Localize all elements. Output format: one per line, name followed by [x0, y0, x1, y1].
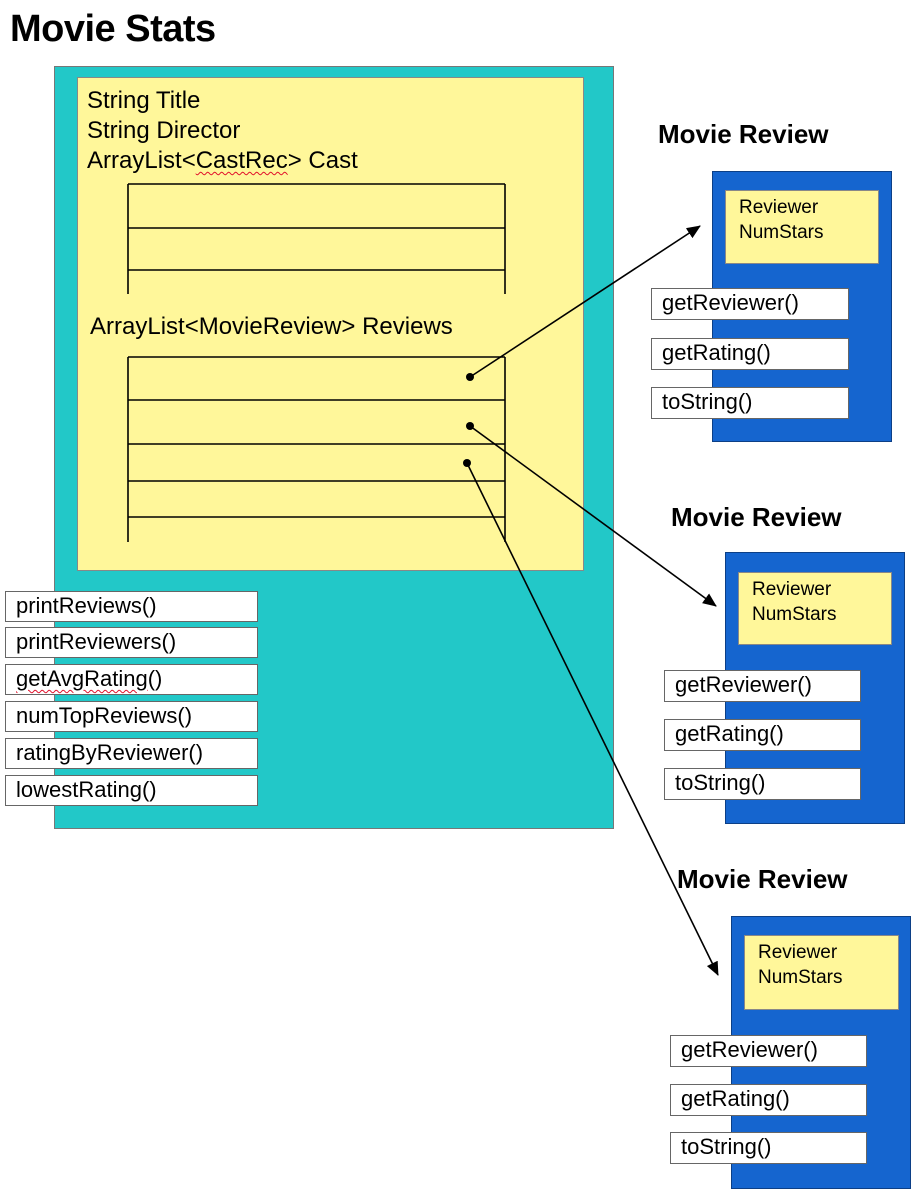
- field-reviews: ArrayList<MovieReview> Reviews: [90, 313, 453, 340]
- review-card-1-get-rating: getRating(): [651, 338, 849, 370]
- review-card-3-to-string: toString(): [670, 1132, 867, 1164]
- arrow-to-review-2: [469, 425, 717, 607]
- review-card-3-fields: Reviewer NumStars: [744, 935, 899, 1010]
- review-card-2-numstars: NumStars: [752, 604, 837, 625]
- method-rating-by-reviewer: ratingByReviewer(): [5, 738, 258, 769]
- field-cast: ArrayList<CastRec> Cast: [87, 147, 358, 174]
- reviews-list: [127, 356, 506, 542]
- review-card-3-get-rating: getRating(): [670, 1084, 867, 1116]
- review-card-1-to-string: toString(): [651, 387, 849, 419]
- review-card-1-numstars: NumStars: [739, 222, 824, 243]
- method-print-reviews: printReviews(): [5, 591, 258, 622]
- cast-list: [127, 183, 506, 294]
- review-card-2-get-rating: getRating(): [664, 719, 861, 751]
- review-card-3-numstars: NumStars: [758, 967, 843, 988]
- method-get-avg-rating: getAvgRating(): [5, 664, 258, 695]
- review-card-2-get-reviewer: getReviewer(): [664, 670, 861, 702]
- review-card-1-fields: Reviewer NumStars: [725, 190, 879, 264]
- arrow-to-review-3: [466, 462, 719, 976]
- method-lowest-rating: lowestRating(): [5, 775, 258, 806]
- review-card-3-reviewer: Reviewer: [758, 942, 838, 963]
- review-card-2-to-string: toString(): [664, 768, 861, 800]
- diagram-title: Movie Stats: [10, 8, 216, 50]
- arrow-to-review-1: [469, 225, 701, 378]
- review-card-2-reviewer: Reviewer: [752, 579, 832, 600]
- castrec-type: CastRec: [195, 147, 288, 174]
- review-card-1-get-reviewer: getReviewer(): [651, 288, 849, 320]
- method-num-top-reviews: numTopReviews(): [5, 701, 258, 732]
- review-card-3-get-reviewer: getReviewer(): [670, 1035, 867, 1067]
- review-card-3-title: Movie Review: [677, 864, 848, 894]
- review-card-2-fields: Reviewer NumStars: [738, 572, 892, 645]
- review-card-1-title: Movie Review: [658, 119, 829, 149]
- movie-stats-fields-box: [77, 77, 584, 571]
- review-card-2-title: Movie Review: [671, 502, 842, 532]
- field-director: String Director: [87, 117, 241, 144]
- field-title: String Title: [87, 87, 201, 114]
- review-card-1-reviewer: Reviewer: [739, 197, 819, 218]
- method-print-reviewers: printReviewers(): [5, 627, 258, 658]
